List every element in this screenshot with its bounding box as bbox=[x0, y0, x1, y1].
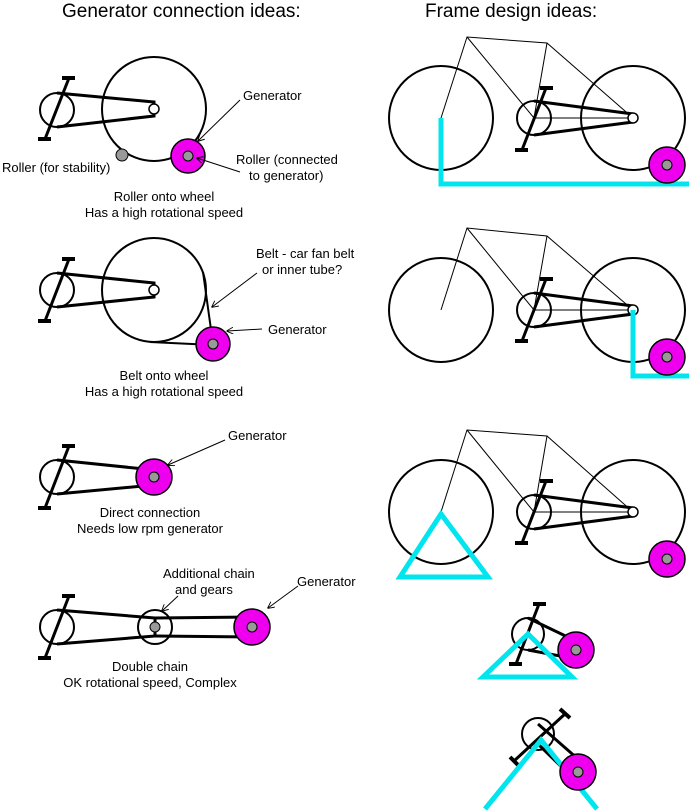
direct-diagram bbox=[38, 439, 226, 510]
support-frame bbox=[476, 630, 579, 680]
caption-title: Roller onto wheel bbox=[114, 189, 215, 204]
generator-roller bbox=[648, 540, 686, 578]
generator-roller bbox=[233, 608, 271, 646]
frame-design-1 bbox=[388, 36, 689, 187]
caption-title: Double chain bbox=[112, 659, 188, 674]
generator-roller bbox=[557, 631, 595, 669]
drive-chain bbox=[56, 608, 157, 646]
caption-title: Belt onto wheel bbox=[120, 368, 209, 383]
roller-diagram bbox=[38, 56, 241, 174]
belt-diagram bbox=[38, 237, 263, 362]
generator-roller bbox=[559, 753, 597, 791]
stability-roller bbox=[115, 148, 129, 162]
wheel-hub bbox=[148, 284, 160, 296]
pedal-crank bbox=[515, 479, 553, 545]
generator-label: Generator bbox=[268, 322, 327, 337]
drive-chain bbox=[56, 91, 156, 129]
frame-design-3 bbox=[388, 429, 686, 580]
drive-chain bbox=[56, 271, 156, 309]
chain-gears-label: Additional chain bbox=[163, 566, 255, 581]
caption-subtitle: OK rotational speed, Complex bbox=[63, 675, 237, 690]
pedal-crank bbox=[38, 257, 75, 323]
generator-roller bbox=[135, 458, 173, 496]
pedal-crank bbox=[508, 707, 572, 768]
caption-subtitle: Has a high rotational speed bbox=[85, 384, 243, 399]
frame-design-2 bbox=[388, 227, 689, 379]
caption-title: Direct connection bbox=[100, 505, 200, 520]
pedal-crank bbox=[515, 86, 553, 152]
belt-label: Belt - car fan belt bbox=[256, 246, 355, 261]
double-chain-diagram bbox=[38, 585, 299, 660]
generator-roller bbox=[195, 326, 231, 362]
frame-design-5 bbox=[483, 707, 599, 811]
right-heading: Frame design ideas: bbox=[425, 1, 597, 22]
rear-wheel bbox=[101, 56, 207, 162]
pedal-crank bbox=[38, 444, 75, 510]
pedal-crank bbox=[515, 277, 553, 343]
frame-design-4 bbox=[476, 602, 595, 680]
generator-roller bbox=[648, 146, 686, 184]
front-wheel bbox=[388, 257, 494, 363]
roller-generator-label: Roller (connected bbox=[236, 152, 338, 167]
generator-label: Generator bbox=[297, 574, 356, 589]
pedal-crank bbox=[38, 76, 75, 141]
roller-stability-label: Roller (for stability) bbox=[2, 160, 110, 175]
belt-label-2: or inner tube? bbox=[262, 262, 342, 277]
support-frame bbox=[438, 118, 689, 187]
generator-label: Generator bbox=[243, 88, 302, 103]
support-frame bbox=[630, 310, 689, 379]
intermediate-gear bbox=[137, 609, 173, 645]
wheel-hub bbox=[148, 103, 160, 115]
generator-label: Generator bbox=[228, 428, 287, 443]
generator-roller bbox=[648, 338, 686, 376]
front-wheel bbox=[388, 459, 494, 565]
bike-frame bbox=[440, 36, 634, 120]
support-frame bbox=[395, 509, 493, 580]
generator-roller bbox=[170, 138, 206, 174]
left-heading: Generator connection ideas: bbox=[62, 1, 301, 22]
roller-generator-label-2: to generator) bbox=[249, 168, 323, 183]
chain-gears-label-2: and gears bbox=[175, 582, 233, 597]
bike-frame bbox=[440, 227, 634, 312]
pedal-crank bbox=[38, 594, 75, 660]
caption-subtitle: Needs low rpm generator bbox=[77, 521, 224, 536]
caption-subtitle: Has a high rotational speed bbox=[85, 205, 243, 220]
bike-frame bbox=[440, 429, 634, 514]
